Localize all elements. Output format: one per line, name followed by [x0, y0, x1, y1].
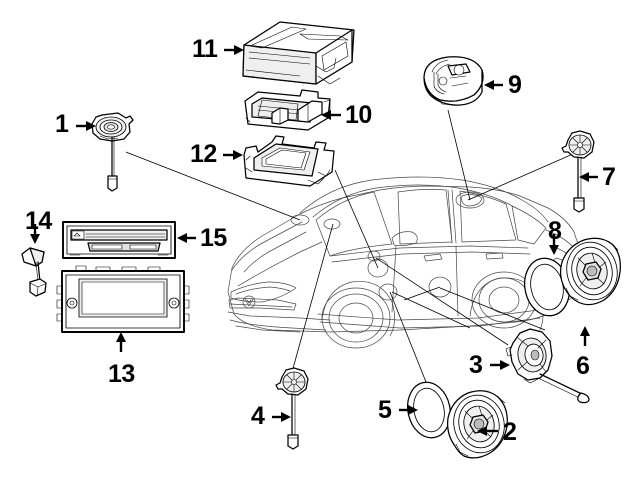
part-5-speaker-gasket-ring	[407, 381, 451, 439]
callout-label-4: 4	[251, 402, 265, 430]
part-7-microphone-mesh	[561, 130, 595, 213]
part-14-antenna-amplifier-lead	[21, 247, 47, 297]
callout-label-14: 14	[25, 207, 52, 235]
callout-label-7: 7	[602, 163, 616, 191]
leader-3	[375, 257, 509, 346]
leader-lines	[125, 109, 583, 393]
leader-7	[467, 149, 583, 201]
callout-label-10: 10	[345, 101, 372, 129]
vehicle-outline	[227, 176, 583, 349]
callout-label-9: 9	[508, 71, 522, 99]
callout-arrows	[30, 45, 598, 436]
arrow-5	[399, 405, 418, 415]
callout-label-5: 5	[378, 396, 392, 424]
eject-icon	[73, 232, 81, 237]
callout-label-12: 12	[190, 140, 217, 168]
part-3-tweeter-assembly	[505, 328, 590, 404]
arrow-11	[224, 45, 244, 55]
arrow-10	[321, 110, 341, 120]
arrow-6	[580, 326, 590, 346]
arrow-2	[477, 426, 498, 436]
callout-label-3: 3	[469, 351, 483, 379]
part-4-microphone-mesh	[275, 367, 309, 450]
leader-5	[389, 291, 431, 393]
leader-4	[291, 223, 334, 373]
part-9-roof-antenna-module	[423, 56, 484, 106]
callout-label-1: 1	[55, 110, 69, 138]
arrow-12	[223, 150, 243, 160]
speaker-location-front-lower	[378, 283, 398, 301]
part-13-display-head-unit	[56, 265, 190, 333]
callout-label-13: 13	[108, 360, 135, 388]
arrow-9	[484, 80, 503, 90]
speaker-location-rear-door	[428, 276, 452, 298]
callout-label-15: 15	[200, 224, 227, 252]
part-15-cd-radio-unit	[62, 221, 176, 259]
leader-2	[391, 291, 471, 329]
arrow-13	[116, 332, 126, 352]
leader-10-12	[334, 169, 379, 269]
mic-location-headliner	[290, 214, 310, 226]
callout-label-6: 6	[576, 352, 590, 380]
arrow-4	[272, 412, 291, 422]
callout-label-11: 11	[192, 35, 218, 63]
arrow-14	[30, 224, 40, 244]
part-1-microphone-round	[91, 112, 134, 192]
leader-9	[447, 109, 471, 201]
arrow-7	[579, 172, 598, 182]
callout-label-2: 2	[503, 418, 517, 446]
antenna-location-roof	[455, 191, 485, 209]
part-10-amplifier-chassis	[244, 89, 331, 131]
leader-1	[125, 151, 301, 221]
part-11-amplifier-cover	[242, 21, 355, 85]
arrow-8	[549, 234, 559, 255]
leader-5to8-body	[439, 287, 546, 331]
callout-label-8: 8	[548, 217, 562, 245]
part-12-amplifier-bracket	[243, 135, 335, 187]
arrow-15	[177, 233, 196, 243]
arrow-3	[490, 360, 510, 370]
part-6-speaker-midrange	[559, 237, 621, 306]
part-2-speaker-woofer	[447, 390, 508, 459]
tweeter-location	[367, 250, 381, 262]
part-8-speaker-gasket-ring	[524, 257, 570, 317]
leader-6-body	[403, 286, 441, 301]
arrow-1	[76, 121, 96, 131]
